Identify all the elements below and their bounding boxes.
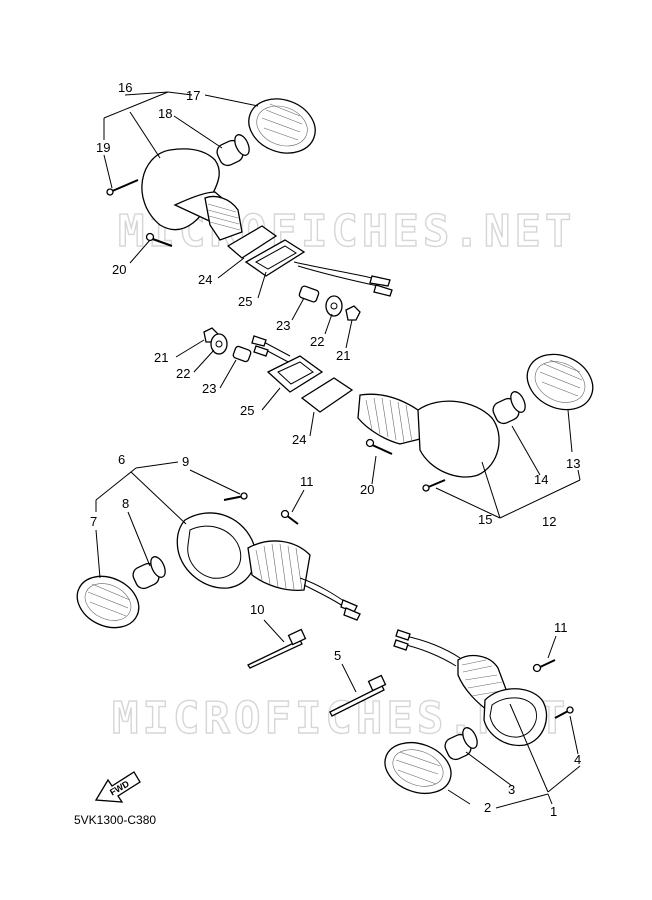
housing-6 [176, 512, 311, 591]
callout-21-top: 21 [336, 348, 350, 363]
callout-21-middle: 21 [154, 350, 168, 365]
bolt-20-middle [365, 438, 393, 455]
bolt-11-right [532, 659, 556, 673]
cable-tie-5 [329, 674, 387, 717]
callout-23-middle: 23 [202, 381, 216, 396]
callout-labels: 16 17 18 19 20 24 25 23 22 21 21 22 23 2… [90, 80, 581, 819]
callout-25-top: 25 [238, 294, 252, 309]
screw-15 [422, 479, 446, 492]
callout-12: 12 [542, 514, 556, 529]
nut-21-top [345, 305, 361, 321]
housing-12 [357, 393, 500, 478]
turn-signal-assembly-top [106, 98, 393, 321]
callout-22-top: 22 [310, 334, 324, 349]
washer-22-top [325, 295, 343, 317]
collar-23-middle [232, 345, 252, 363]
callout-24-middle: 24 [292, 432, 306, 447]
callout-2: 2 [484, 800, 491, 815]
bolt-11-left [280, 509, 299, 525]
callout-11-left: 11 [300, 474, 314, 489]
callout-22-middle: 22 [176, 366, 190, 381]
plate-24-middle [300, 377, 354, 413]
lens-17 [248, 98, 316, 154]
screw-9 [223, 492, 248, 501]
callout-3: 3 [508, 782, 515, 797]
collar-23-top [298, 285, 320, 303]
wire-top [293, 261, 379, 287]
plate-24-top [226, 225, 278, 259]
turn-signal-assembly-left [76, 492, 387, 717]
forward-arrow-icon: FWD [94, 771, 141, 803]
lens-13 [526, 353, 594, 411]
callout-9: 9 [182, 454, 189, 469]
callout-15: 15 [478, 512, 492, 527]
callout-23-top: 23 [276, 318, 290, 333]
callout-19: 19 [96, 140, 110, 155]
bulb-3 [444, 727, 478, 761]
callout-8: 8 [122, 496, 129, 511]
housing-16 [141, 148, 243, 241]
callout-5: 5 [334, 648, 341, 663]
callout-20-middle: 20 [360, 482, 374, 497]
callout-18: 18 [158, 106, 172, 121]
leader-lines [95, 91, 581, 809]
callout-25-middle: 25 [240, 403, 254, 418]
diagram-code: 5VK1300-C380 [74, 813, 156, 827]
callout-20-top: 20 [112, 262, 126, 277]
cable-tie-10 [247, 628, 307, 669]
bulb-18 [216, 134, 250, 167]
callout-17: 17 [186, 88, 200, 103]
screw-19 [106, 179, 139, 196]
turn-signal-assembly-middle [203, 327, 594, 492]
callout-6: 6 [118, 452, 125, 467]
callout-14: 14 [534, 472, 548, 487]
screw-4 [554, 706, 574, 719]
callout-4: 4 [574, 752, 581, 767]
callout-16: 16 [118, 80, 132, 95]
bulb-8 [132, 556, 166, 590]
callout-24-top: 24 [198, 272, 212, 287]
callout-7: 7 [90, 514, 97, 529]
washer-22-middle [210, 333, 228, 355]
callout-1: 1 [550, 804, 557, 819]
lens-7 [76, 575, 140, 629]
callout-10: 10 [250, 602, 264, 617]
callout-13: 13 [566, 456, 580, 471]
lens-2 [384, 741, 452, 795]
gasket-25-middle [266, 355, 324, 393]
callout-11-right: 11 [554, 620, 568, 635]
bulb-14 [492, 391, 526, 425]
